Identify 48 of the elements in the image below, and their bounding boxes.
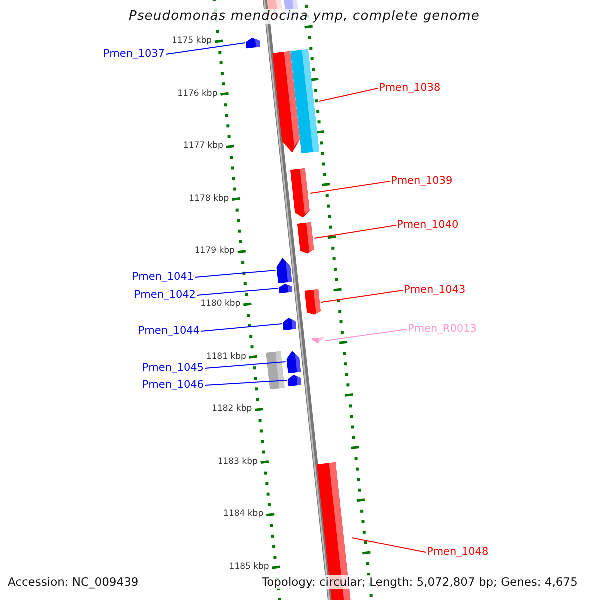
- gene-label: Pmen_1038: [379, 82, 441, 95]
- gene-block: [278, 283, 292, 294]
- leader-line: [204, 362, 286, 369]
- scale-label: 1184 kbp: [224, 509, 264, 520]
- gene-label: Pmen_1041: [132, 271, 194, 284]
- gene-block: [297, 222, 315, 255]
- gene-label: Pmen_1046: [142, 379, 204, 392]
- gene-label: Pmen_1040: [397, 219, 459, 232]
- gene-label: Pmen_R0013: [408, 323, 477, 336]
- scale-label: 1182 kbp: [212, 404, 252, 414]
- scale-label: 1180 kbp: [200, 299, 241, 309]
- scale-label: 1177 kbp: [183, 141, 224, 152]
- gene-triangle: [310, 337, 326, 345]
- scale-label: 1185 kbp: [229, 562, 270, 572]
- leader-line: [310, 181, 390, 194]
- leader-line: [319, 88, 378, 102]
- gene-bar: [266, 351, 285, 390]
- leader-line: [200, 324, 283, 332]
- title: Pseudomonas mendocina ymp, complete genome: [129, 9, 480, 24]
- leader-line: [324, 329, 408, 342]
- leader-line: [196, 288, 280, 296]
- gene-block: [287, 374, 302, 387]
- scale-label: 1183 kbp: [218, 456, 258, 467]
- scale-label: 1178 kbp: [189, 194, 230, 204]
- gene-block: [290, 168, 311, 219]
- scale-label: 1181 kbp: [206, 352, 246, 362]
- gene-bar: [290, 49, 320, 154]
- leader-line: [314, 225, 396, 239]
- gene-label: Pmen_1039: [391, 175, 453, 188]
- gene-label: Pmen_1045: [142, 362, 204, 375]
- gene-label: Pmen_1044: [138, 325, 200, 338]
- leader-line: [204, 380, 288, 386]
- leader-line: [352, 538, 426, 553]
- leader-line: [320, 290, 404, 303]
- gene-label: Pmen_1043: [404, 284, 466, 297]
- gene-block: [304, 289, 322, 316]
- gene-label: Pmen_1042: [134, 289, 196, 302]
- scale-label: 1179 kbp: [194, 246, 235, 256]
- gene-block: [246, 37, 260, 49]
- gene-block: [282, 317, 297, 331]
- footer-text: Accession: NC_009439: [8, 575, 139, 589]
- footer-text: Topology: circular; Length: 5,072,807 bp; Genes: 4,675: [262, 575, 578, 589]
- gene-label: Pmen_1048: [427, 546, 489, 559]
- leader-line: [166, 42, 246, 55]
- scale-label: 1176 kbp: [178, 88, 218, 99]
- gene-label: Pmen_1037: [103, 48, 165, 61]
- leader-line: [194, 270, 276, 278]
- scale-label: 1175 kbp: [172, 36, 212, 46]
